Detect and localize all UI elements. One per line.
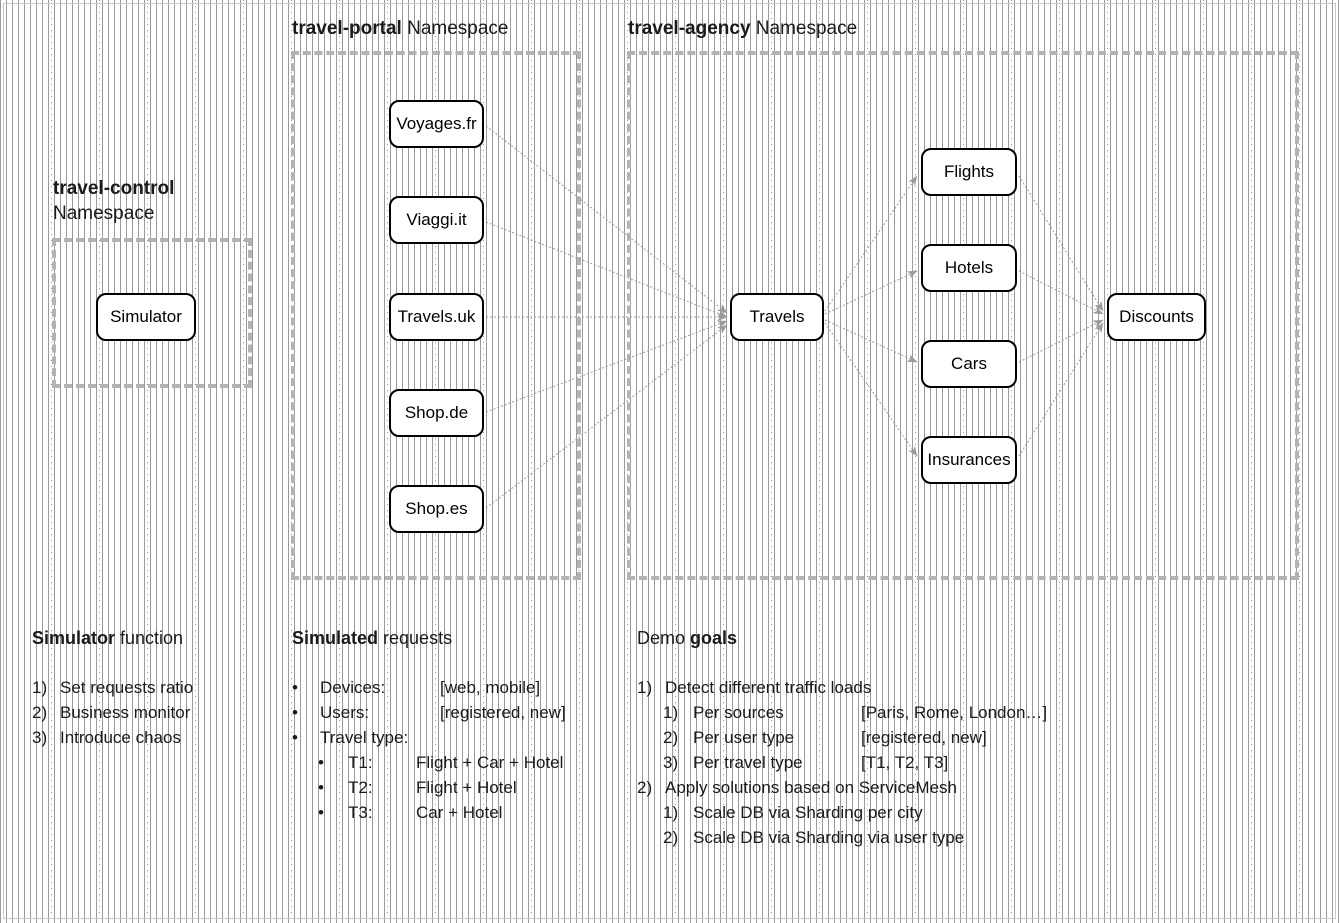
node-shop-es[interactable]: Shop.es	[389, 485, 484, 533]
list-label: Per user type	[693, 728, 795, 747]
node-viaggi-it[interactable]: Viaggi.it	[389, 196, 484, 244]
list-marker: 3)	[663, 753, 679, 772]
list-item: • T1: Flight + Car + Hotel	[292, 750, 566, 775]
list-label: Scale DB via Sharding via user type	[693, 828, 965, 847]
list-marker: 3)	[32, 728, 48, 747]
list-value: [registered, new]	[861, 728, 987, 747]
node-travels-uk[interactable]: Travels.uk	[389, 293, 484, 341]
section-title-bold: Simulated	[292, 628, 379, 648]
namespace-title-travel-agency: travel-agency Namespace	[628, 17, 857, 41]
list-marker: •	[318, 778, 324, 797]
section-simulator-function: Simulator function 1) Set requests ratio…	[32, 628, 193, 750]
list-item: 2) Per user type [registered, new]	[637, 725, 1047, 750]
section-title-rest: function	[115, 628, 184, 648]
list-text: Introduce chaos	[60, 728, 181, 747]
list-text: Business monitor	[60, 703, 191, 722]
list-marker: 1)	[32, 678, 48, 697]
list-marker: 2)	[663, 828, 679, 847]
node-cars[interactable]: Cars	[921, 340, 1017, 388]
list-value: [registered, new]	[440, 703, 566, 722]
list-marker: 1)	[663, 703, 679, 722]
list-marker: 1)	[663, 803, 679, 822]
section-title-rest: Demo	[637, 628, 691, 648]
section-demo-goals: Demo goals 1) Detect different traffic l…	[637, 628, 1047, 850]
list-label: T1:	[348, 753, 373, 772]
section-title-rest: requests	[378, 628, 453, 648]
list-label: Per sources	[693, 703, 784, 722]
list-marker: 2)	[663, 728, 679, 747]
list-value: [T1, T2, T3]	[861, 753, 949, 772]
list-item: 3) Introduce chaos	[32, 725, 193, 750]
list-item: • T3: Car + Hotel	[292, 800, 566, 825]
list-item: 3) Per travel type [T1, T2, T3]	[637, 750, 1047, 775]
node-flights[interactable]: Flights	[921, 148, 1017, 196]
section-title-bold: goals	[690, 628, 738, 648]
section-title-simulated-requests: Simulated requests	[292, 628, 566, 649]
namespace-title-travel-control: travel-control Namespace	[53, 176, 253, 226]
namespace-title-suffix: Namespace	[53, 203, 155, 224]
list-item: 1) Detect different traffic loads	[637, 675, 1047, 700]
list-text: Set requests ratio	[60, 678, 194, 697]
node-simulator[interactable]: Simulator	[96, 293, 196, 341]
list-item: 1) Per sources [Paris, Rome, London…]	[637, 700, 1047, 725]
list-value: [Paris, Rome, London…]	[861, 703, 1048, 722]
list-label: Users:	[320, 703, 370, 722]
list-label: T3:	[348, 803, 373, 822]
node-travels[interactable]: Travels	[730, 293, 824, 341]
node-shop-de[interactable]: Shop.de	[389, 389, 484, 437]
list-item: • T2: Flight + Hotel	[292, 775, 566, 800]
list-value: Flight + Car + Hotel	[416, 753, 564, 772]
node-hotels[interactable]: Hotels	[921, 244, 1017, 292]
list-marker: •	[318, 803, 324, 822]
list-marker: •	[292, 703, 298, 722]
list-value: Car + Hotel	[416, 803, 503, 822]
list-label: Per travel type	[693, 753, 803, 772]
list-item: 2) Business monitor	[32, 700, 193, 725]
namespace-title-name: travel-portal	[292, 18, 402, 39]
list-marker: •	[318, 753, 324, 772]
node-insurances[interactable]: Insurances	[921, 436, 1017, 484]
list-marker: •	[292, 678, 298, 697]
node-voyages-fr[interactable]: Voyages.fr	[389, 100, 484, 148]
list-text: Apply solutions based on ServiceMesh	[665, 778, 957, 797]
list-marker: 2)	[637, 778, 653, 797]
list-item: • Devices: [web, mobile]	[292, 675, 566, 700]
list-item: • Users: [registered, new]	[292, 700, 566, 725]
list-value: Flight + Hotel	[416, 778, 517, 797]
list-label: Scale DB via Sharding per city	[693, 803, 923, 822]
section-title-demo-goals: Demo goals	[637, 628, 1047, 649]
section-title-simulator-function: Simulator function	[32, 628, 193, 649]
namespace-title-suffix: Namespace	[407, 18, 509, 39]
list-item: 1) Scale DB via Sharding per city	[637, 800, 1047, 825]
namespace-title-travel-portal: travel-portal Namespace	[292, 17, 508, 41]
namespace-title-name: travel-control	[53, 178, 175, 199]
namespace-title-suffix: Namespace	[755, 18, 858, 39]
node-discounts[interactable]: Discounts	[1107, 293, 1206, 341]
list-item: 2) Scale DB via Sharding via user type	[637, 825, 1047, 850]
list-label: Devices:	[320, 678, 386, 697]
list-marker: •	[292, 728, 298, 747]
section-simulated-requests: Simulated requests • Devices: [web, mobi…	[292, 628, 566, 825]
list-marker: 2)	[32, 703, 48, 722]
list-label: Travel type:	[320, 728, 409, 747]
list-item: 1) Set requests ratio	[32, 675, 193, 700]
list-label: T2:	[348, 778, 373, 797]
list-marker: 1)	[637, 678, 653, 697]
list-item: 2) Apply solutions based on ServiceMesh	[637, 775, 1047, 800]
list-value: [web, mobile]	[440, 678, 541, 697]
namespace-box-travel-control	[52, 238, 252, 388]
namespace-title-name: travel-agency	[628, 18, 751, 39]
section-title-bold: Simulator	[32, 628, 116, 648]
list-item: • Travel type:	[292, 725, 566, 750]
list-text: Detect different traffic loads	[665, 678, 872, 697]
